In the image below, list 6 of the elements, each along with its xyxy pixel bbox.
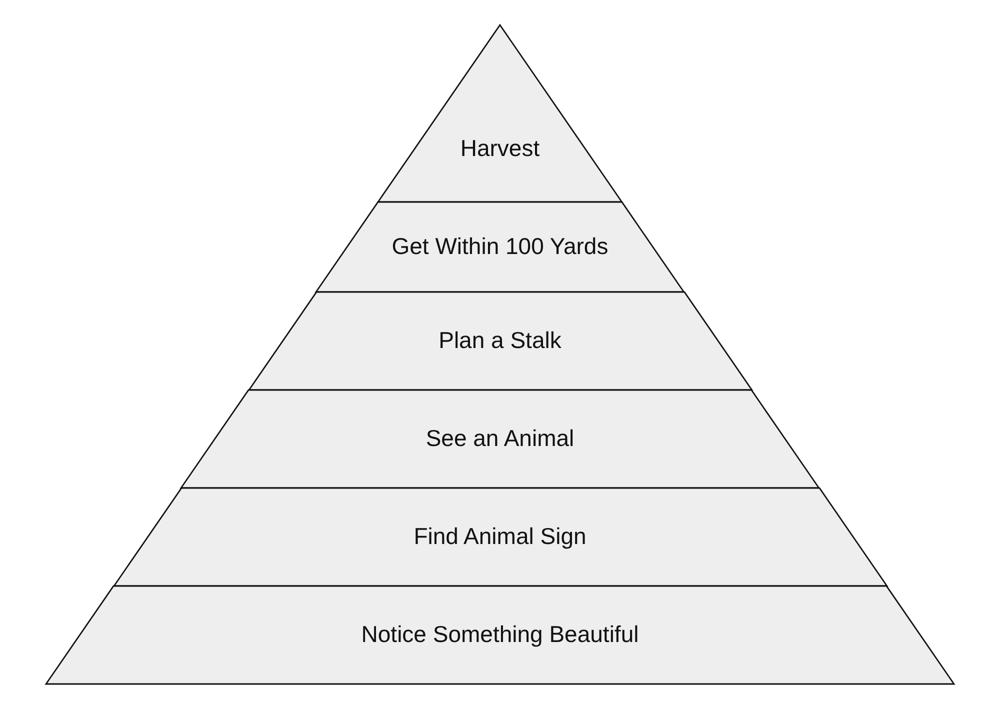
tier-label: Harvest: [460, 134, 540, 162]
tier-label: Get Within 100 Yards: [392, 233, 608, 260]
tier-label: Plan a Stalk: [438, 327, 562, 354]
tier-label: Notice Something Beautiful: [361, 621, 639, 648]
tier-label: Find Animal Sign: [414, 523, 586, 550]
tier-label: See an Animal: [426, 425, 574, 452]
